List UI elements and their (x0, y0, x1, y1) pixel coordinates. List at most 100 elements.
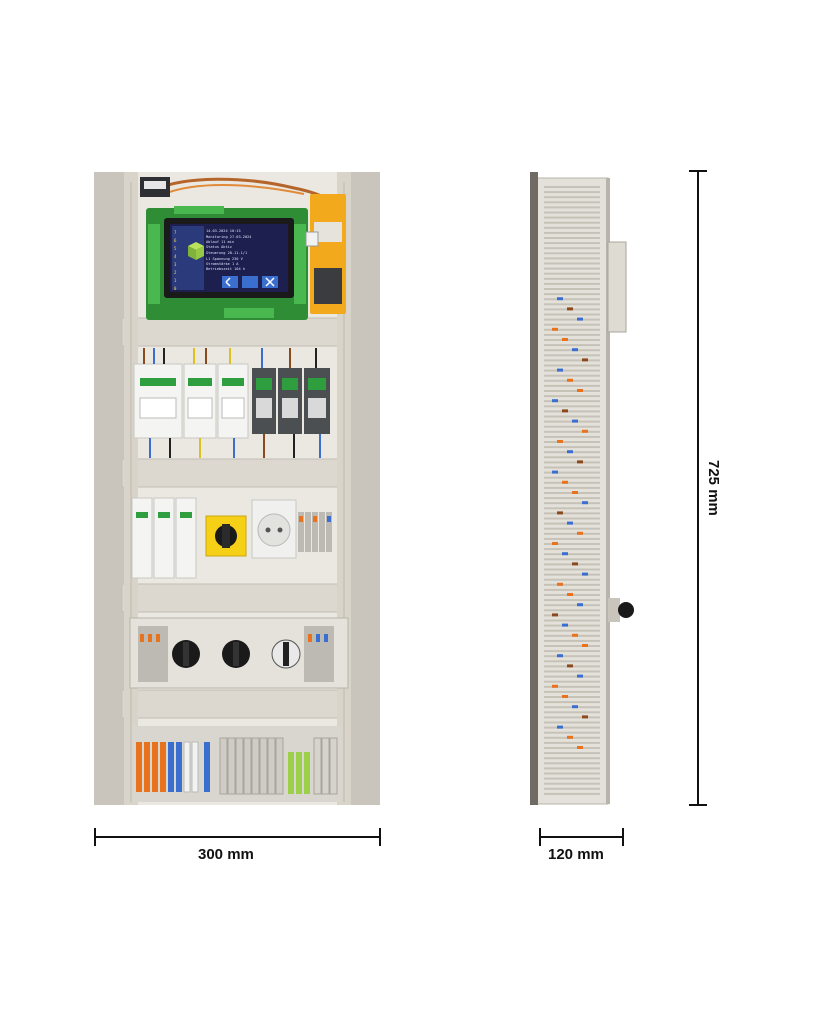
duct-slot (544, 298, 600, 301)
wire-segment (572, 562, 578, 566)
level-label-0: 0 (174, 286, 177, 291)
duct-slot (544, 614, 600, 617)
height-dimension-label: 725 mm (705, 460, 722, 516)
duct-slot (544, 231, 600, 234)
wire-segment (557, 654, 563, 658)
duct-slot (544, 767, 600, 770)
duct-slot (544, 481, 600, 484)
level-label-1: 1 (174, 278, 177, 283)
screen-line-0: 14.03.2024 10:15 (206, 229, 241, 233)
duct-slot (544, 359, 600, 362)
duct-slot (544, 558, 600, 561)
duct-slot (544, 741, 600, 744)
duct-slot (544, 604, 600, 607)
duct-slot (544, 318, 600, 321)
duct-slot (544, 471, 600, 474)
duct-slot (544, 517, 600, 520)
duct-slot (544, 191, 600, 194)
duct-slot (544, 186, 600, 188)
duct-slot (544, 726, 600, 729)
duct-slot (544, 568, 600, 571)
duct-slot (544, 553, 600, 556)
side-view-drawing (530, 172, 634, 805)
duct-slot (544, 747, 600, 749)
wire-segment (567, 521, 573, 525)
duct-slot (544, 252, 600, 255)
side-view-cabinet (530, 172, 634, 805)
duct-slot (544, 711, 600, 714)
duct-slot (544, 277, 600, 280)
screen-line-5: L1 Spannung 230 V (206, 257, 244, 261)
duct-slot (544, 757, 600, 760)
duct-slot (544, 216, 600, 219)
duct-slot (544, 303, 600, 306)
wire-segment (577, 317, 583, 321)
duct-slot (544, 497, 600, 500)
screen-line-7: Betriebszeit 104 h (206, 267, 245, 271)
duct-slot (544, 272, 600, 275)
duct-slot (544, 583, 600, 586)
wire-segment (567, 378, 573, 382)
duct-slot (544, 247, 600, 250)
wire-segment (577, 460, 583, 464)
wire-segment (577, 531, 583, 535)
duct-slot (544, 293, 600, 296)
duct-slot (544, 782, 600, 785)
duct-slot (544, 211, 600, 214)
duct-slot (544, 425, 600, 428)
duct-slot (544, 573, 600, 576)
front-view-drawing: 14.03.2024 10:15 Monitoring 27.03.2024 A… (94, 172, 380, 805)
duct-slot (544, 619, 600, 622)
duct-slot (544, 675, 600, 678)
duct-slot (544, 323, 600, 326)
wire-segment (562, 695, 568, 698)
duct-slot (544, 395, 600, 398)
duct-slot (544, 430, 600, 433)
wire-segment (582, 715, 588, 719)
duct-slot (544, 588, 600, 591)
level-label-3: 3 (174, 262, 177, 267)
duct-slot (544, 390, 600, 392)
width-dimension-label: 300 mm (198, 846, 254, 863)
duct-slot (544, 441, 600, 443)
wire-segment (582, 501, 588, 505)
duct-slot (544, 201, 600, 204)
duct-slot (544, 670, 600, 673)
level-label-6: 6 (174, 238, 177, 243)
wire-segment (562, 480, 568, 484)
duct-slot (544, 502, 600, 505)
duct-slot (544, 476, 600, 479)
duct-slot (544, 313, 600, 316)
wire-segment (572, 419, 578, 423)
screen-line-2: Ablauf 11 min (206, 240, 234, 244)
duct-slot (544, 410, 600, 413)
duct-slot (544, 415, 600, 418)
screen-line-1: Monitoring 27.03.2024 (206, 235, 251, 239)
wire-segment (562, 338, 568, 341)
duct-slot (544, 405, 600, 408)
duct-slot (544, 762, 600, 765)
duct-slot (544, 680, 600, 683)
duct-slot (544, 639, 600, 642)
wire-segment (577, 746, 583, 749)
duct-slot (544, 267, 600, 270)
wire-segment (557, 440, 563, 443)
wire-segment (557, 725, 563, 729)
duct-slot (544, 288, 600, 290)
wire-segment (567, 450, 573, 454)
duct-slot (544, 512, 600, 515)
duct-slot (544, 262, 600, 265)
wire-segment (572, 633, 578, 637)
duct-slot (544, 282, 600, 285)
duct-slot (544, 237, 600, 239)
duct-slot (544, 226, 600, 229)
front-view-cabinet: 14.03.2024 10:15 Monitoring 27.03.2024 A… (94, 172, 380, 805)
duct-slot (544, 629, 600, 632)
duct-slot (544, 721, 600, 724)
wire-segment (582, 572, 588, 576)
wire-segment (572, 348, 578, 352)
wire-segment (557, 511, 563, 515)
duct-slot (544, 446, 600, 449)
duct-slot (544, 242, 600, 245)
wire-segment (552, 327, 558, 331)
